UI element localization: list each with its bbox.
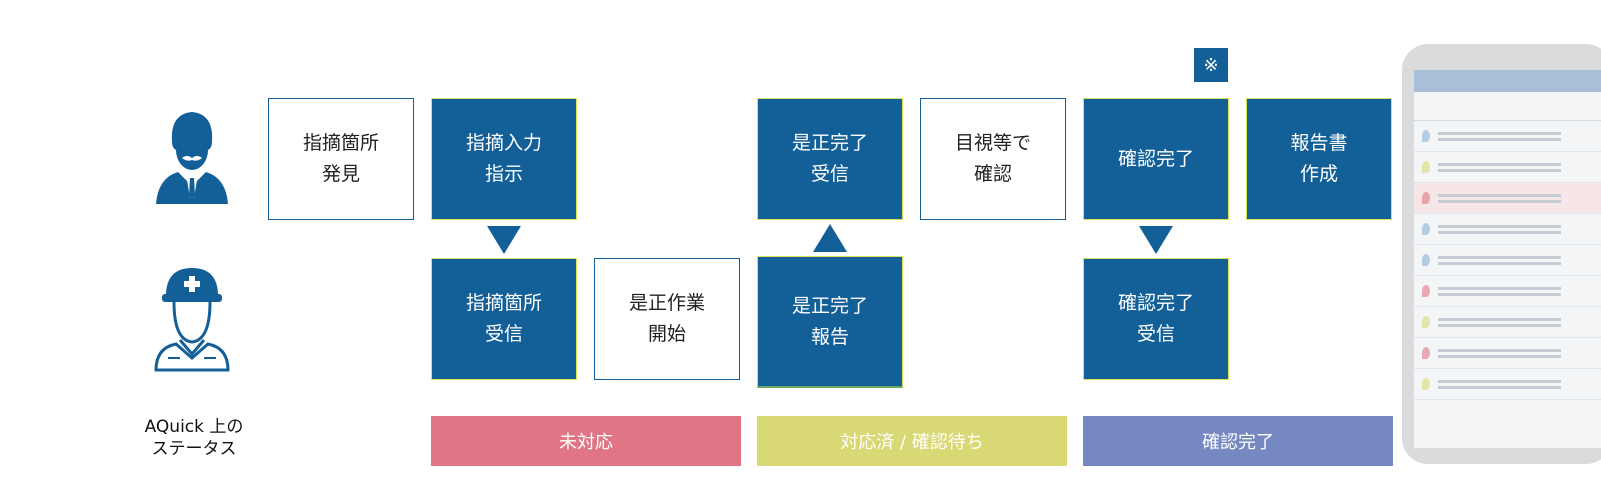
- instruct-input-box: 指摘入力 指示: [431, 98, 577, 220]
- status-bar-pending: 未対応: [431, 416, 741, 466]
- worker-icon: [150, 262, 234, 372]
- arrow-down-1: [487, 226, 521, 254]
- arrow-down-2: [1139, 226, 1173, 254]
- tablet-screen-image: [1414, 70, 1601, 448]
- fix-report-box: 是正完了 報告: [757, 256, 903, 388]
- visual-check-box: 目視等で 確認: [920, 98, 1066, 220]
- report-create-box: 報告書 作成: [1246, 98, 1392, 220]
- location-received-box: 指摘箇所 受信: [431, 258, 577, 380]
- manager-icon: [152, 108, 232, 204]
- status-legend: AQuick 上の ステータス: [144, 417, 244, 459]
- fix-done-received-box: 是正完了 受信: [757, 98, 903, 220]
- status-bar-waiting: 対応済 / 確認待ち: [757, 416, 1067, 466]
- start-fix-work-box: 是正作業 開始: [594, 258, 740, 380]
- confirm-done-box: 確認完了: [1083, 98, 1229, 220]
- arrow-up-1: [813, 224, 847, 252]
- note-marker: ※: [1194, 48, 1228, 82]
- find-location-box: 指摘箇所 発見: [268, 98, 414, 220]
- confirm-received-box: 確認完了 受信: [1083, 258, 1229, 380]
- status-bar-done: 確認完了: [1083, 416, 1393, 466]
